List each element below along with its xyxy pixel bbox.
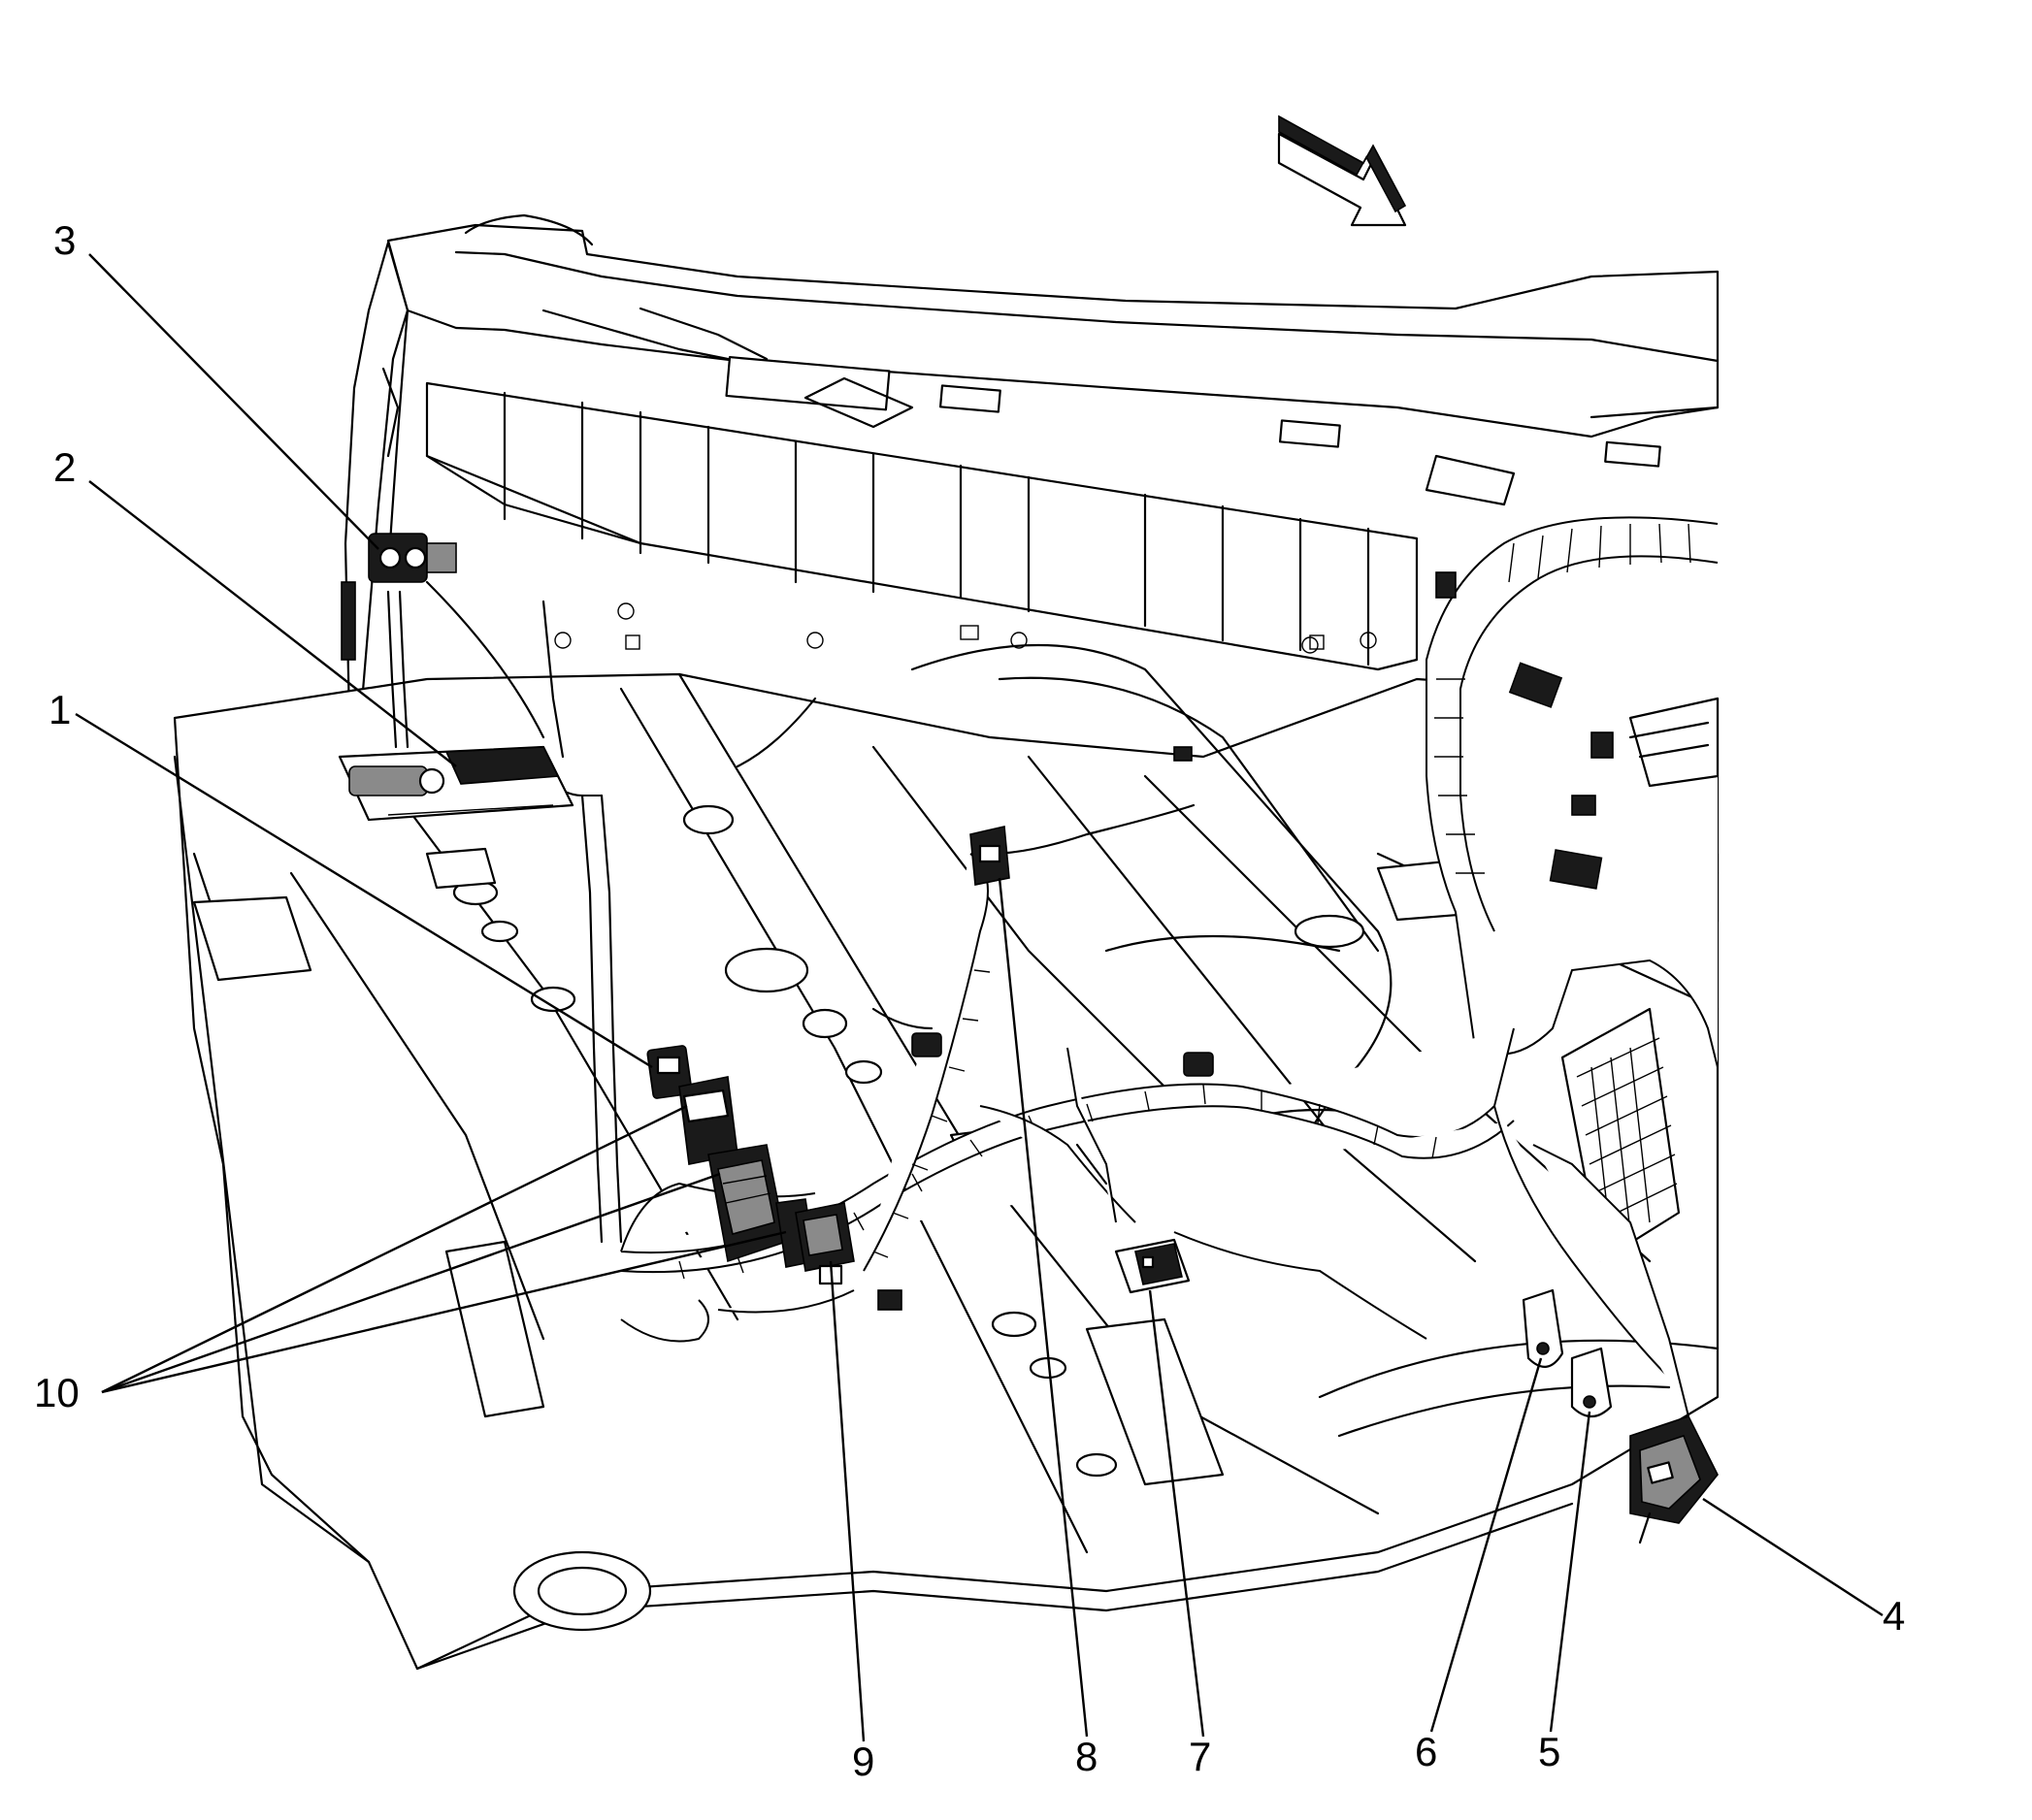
callout-7: 7 bbox=[1189, 1734, 1211, 1779]
misc-connectors bbox=[877, 571, 1614, 1311]
callout-6: 6 bbox=[1415, 1729, 1437, 1774]
callout-3: 3 bbox=[53, 217, 76, 263]
component-5-ring-terminal bbox=[1570, 1347, 1613, 1418]
upper-body-panel bbox=[386, 213, 1720, 506]
callout-4: 4 bbox=[1883, 1593, 1905, 1639]
component-9-connector bbox=[795, 1202, 855, 1285]
callout-labels: 3 2 1 10 9 8 7 6 5 4 bbox=[34, 217, 1905, 1784]
callout-9: 9 bbox=[852, 1739, 874, 1784]
component-8-connector bbox=[969, 826, 1010, 886]
leader-lines bbox=[75, 253, 1884, 1742]
ribbed-cross-member bbox=[425, 381, 1419, 671]
callout-2: 2 bbox=[53, 444, 76, 490]
component-3-connector bbox=[368, 533, 457, 583]
component-4-connector bbox=[1629, 1415, 1719, 1544]
callout-5: 5 bbox=[1538, 1729, 1560, 1774]
component-6-ring-terminal bbox=[1522, 1288, 1564, 1368]
callout-1: 1 bbox=[49, 687, 71, 732]
component-2-module bbox=[338, 745, 574, 822]
component-1-connector bbox=[646, 1045, 693, 1099]
callout-8: 8 bbox=[1075, 1734, 1098, 1779]
component-10-connectors bbox=[678, 1076, 816, 1268]
component-7-connector bbox=[1114, 1238, 1191, 1294]
callout-10: 10 bbox=[34, 1370, 80, 1415]
forward-direction-arrow-icon bbox=[1277, 114, 1407, 227]
right-harness-bundle bbox=[1426, 516, 1720, 1263]
left-pillar bbox=[341, 241, 410, 739]
